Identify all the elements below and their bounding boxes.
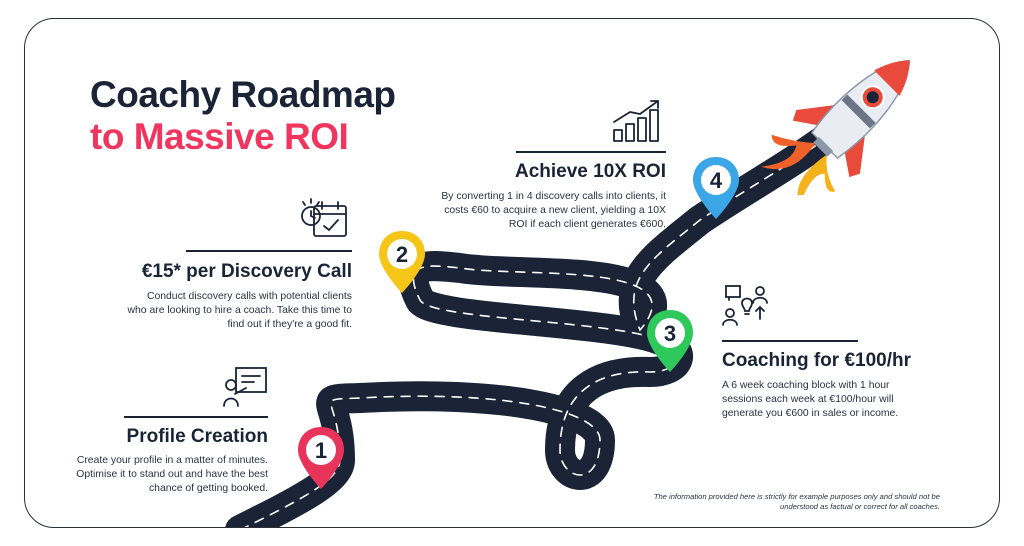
- pin-number-1: 1: [315, 438, 327, 463]
- disclaimer: The information provided here is strictl…: [653, 492, 940, 511]
- step-2-heading: €15* per Discovery Call: [141, 261, 352, 282]
- pin-step-2: 2: [379, 231, 425, 293]
- growth-chart-icon: [613, 100, 659, 142]
- pin-number-3: 3: [664, 321, 676, 346]
- step-1-description: Create your profile in a matter of minut…: [76, 455, 268, 494]
- title-line-1: Coachy Roadmap: [90, 74, 396, 115]
- pin-number-2: 2: [396, 242, 408, 267]
- pin-step-4: 4: [693, 157, 739, 219]
- page-title: Coachy Roadmap to Massive ROI: [90, 74, 396, 158]
- step-3-rule: [722, 340, 858, 342]
- pin-step-1: 1: [298, 427, 344, 489]
- step-2-description: Conduct discovery calls with potential c…: [127, 291, 352, 330]
- calendar-clock-icon: [301, 198, 347, 237]
- presentation-icon: [223, 367, 267, 407]
- step-4-description: By converting 1 in 4 discovery calls int…: [441, 191, 666, 230]
- title-line-2: to Massive ROI: [90, 116, 349, 157]
- step-4-rule: [516, 151, 666, 153]
- infographic-card: [24, 18, 1000, 528]
- coaching-people-icon: [722, 285, 768, 326]
- rocket-icon: [761, 59, 911, 195]
- step-1-rule: [124, 416, 268, 418]
- pin-number-4: 4: [710, 168, 723, 193]
- pin-step-3: 3: [647, 310, 693, 372]
- step-1-heading: Profile Creation: [126, 426, 268, 447]
- step-2-rule: [186, 250, 352, 252]
- step-3-description: A 6 week coaching block with 1 hour sess…: [722, 380, 899, 419]
- step-4-heading: Achieve 10X ROI: [514, 161, 666, 182]
- step-3-heading: Coaching for €100/hr: [722, 350, 911, 371]
